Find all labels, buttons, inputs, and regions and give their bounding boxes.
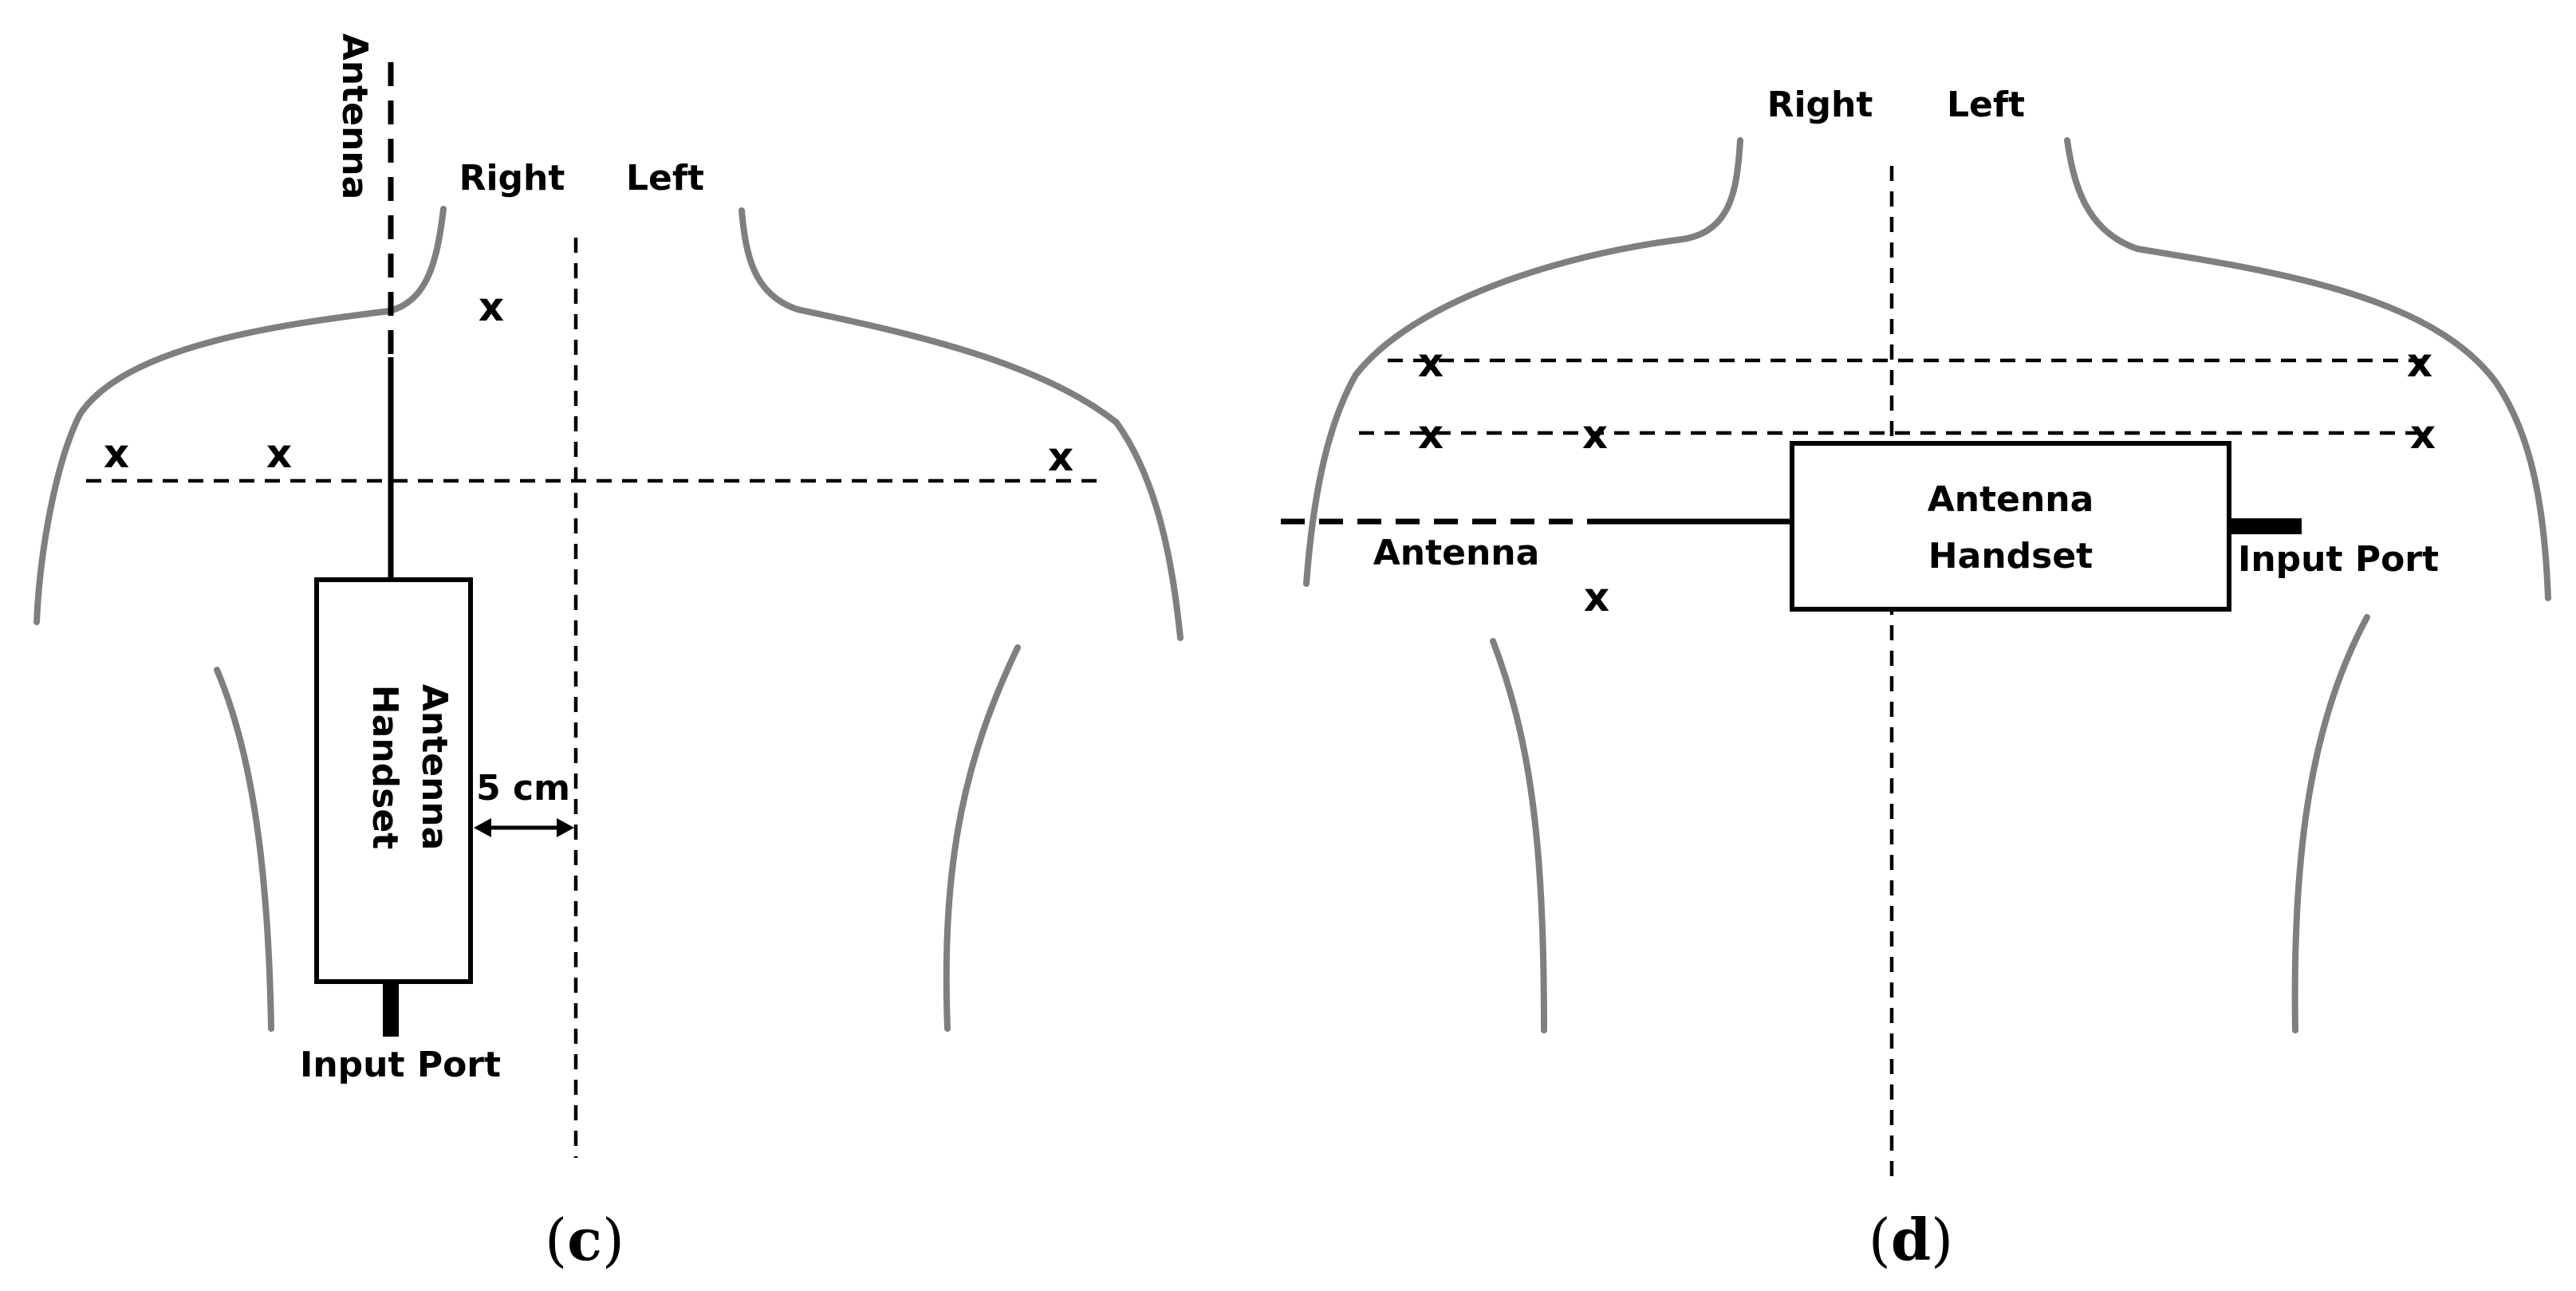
panel-d-x-mark: x xyxy=(1418,340,1444,386)
panel-c-x-mark: x xyxy=(479,284,504,330)
panel-c-waist-left-outline xyxy=(943,644,1021,1032)
panel-d-x-mark: x xyxy=(1418,411,1444,458)
panel-c-handset-label-line1: Antenna xyxy=(414,684,455,851)
panel-d-shoulder-right-outline xyxy=(1303,137,1743,587)
panel-d-handset-label-line2: Handset xyxy=(1928,536,2093,577)
panel-c-x-mark: x xyxy=(1048,434,1073,480)
panel-d-antenna-label: Antenna xyxy=(1373,533,1540,573)
panel-d-x-mark: x xyxy=(2410,411,2436,458)
panel-c-handset-label-line2: Handset xyxy=(364,685,405,849)
panel-c-arrowhead-right xyxy=(557,818,574,837)
panel-c-arrowhead-left xyxy=(474,818,491,837)
panel-c-shoulder-left-outline xyxy=(739,207,1184,641)
panel-c-caption: (c) xyxy=(545,1206,624,1273)
panel-d-caption: (d) xyxy=(1869,1206,1954,1273)
panel-c-distance-label: 5 cm xyxy=(476,768,570,809)
panel-d-waist-right-outline xyxy=(1490,638,1547,1033)
panel-d-x-mark: x xyxy=(2407,340,2432,386)
panel-d-waist-left-outline xyxy=(2291,614,2370,1033)
panel-d-x-mark: x xyxy=(1584,574,1609,620)
panel-d-handset-box xyxy=(1790,441,2231,612)
panel-d-left-label: Left xyxy=(1947,85,2025,125)
panel-c-waist-right-outline xyxy=(214,667,274,1032)
panel-c-shoulder-right-outline xyxy=(33,206,447,625)
panel-d-input-port-label: Input Port xyxy=(2238,539,2439,580)
panel-c-x-mark: x xyxy=(266,431,292,477)
panel-c-x-mark: x xyxy=(104,431,129,477)
panel-d-x-mark: x xyxy=(1582,411,1608,458)
panel-d: Right Left Antenna Antenna Handset Input… xyxy=(1281,85,2551,1273)
panel-c-right-label: Right xyxy=(459,158,565,199)
panel-c: Antenna Right Left Antenna Handset 5 cm … xyxy=(33,33,1184,1273)
panel-d-shoulder-left-outline xyxy=(2064,137,2551,601)
panel-d-handset-label-line1: Antenna xyxy=(1928,479,2094,520)
panel-c-antenna-label: Antenna xyxy=(334,33,375,200)
panel-c-handset-box xyxy=(314,577,473,984)
panel-d-right-label: Right xyxy=(1767,85,1873,125)
panel-c-left-label: Left xyxy=(626,158,704,199)
panel-c-input-port-label: Input Port xyxy=(300,1045,501,1085)
